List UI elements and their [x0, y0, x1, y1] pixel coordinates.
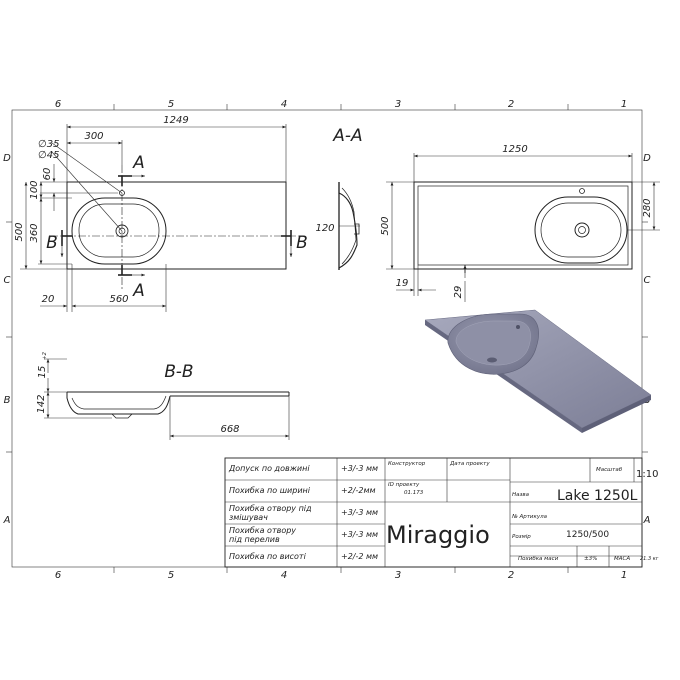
- zone-col-4-top: 4: [281, 99, 287, 110]
- dim-1249: 1249: [163, 115, 188, 126]
- section-letter-b-right: B: [296, 233, 308, 253]
- zone-col-6-bottom: 6: [55, 570, 61, 581]
- dim-668: 668: [220, 424, 239, 435]
- dim-120: 120: [315, 223, 334, 234]
- model-name: Lake 1250L: [557, 488, 638, 504]
- project-id-label: ID проекту: [388, 482, 420, 488]
- zone-col-3-bottom: 3: [395, 570, 401, 581]
- dim-500-left: 500: [14, 222, 25, 241]
- project-id-value: 01.173: [404, 490, 424, 496]
- title-block: [224, 457, 643, 568]
- dim-20: 20: [42, 294, 55, 305]
- tolerance-value-width: +2/-2мм: [341, 486, 376, 495]
- tolerance-label-overflow-line2: під перелив: [229, 535, 280, 544]
- right-top-view-dimensions: 1250 500 280 19 29: [380, 144, 660, 302]
- section-letter-b-left: B: [46, 233, 58, 253]
- tolerance-table: Допуск по довжині +3/-3 мм Похибка по ши…: [228, 464, 378, 561]
- dim-60: 60: [42, 168, 53, 181]
- right-top-view: [413, 181, 633, 273]
- dim-280: 280: [642, 198, 653, 217]
- constructor-label: Конструктор: [388, 461, 426, 467]
- dim-19: 19: [396, 278, 409, 289]
- zone-row-a-right: A: [643, 515, 651, 526]
- section-markers: A A B B A-A B-B: [46, 126, 363, 382]
- dim-300: 300: [84, 131, 103, 142]
- top-view-dimensions: 1249 300 ∅35 ∅45 60 100 500 360 20 560: [14, 115, 287, 312]
- section-letter-a-top: A: [132, 153, 145, 173]
- product-3d-render: [424, 309, 652, 433]
- mass-label: МАСА: [614, 556, 630, 562]
- zone-col-3-top: 3: [395, 99, 401, 110]
- dim-29: 29: [453, 286, 464, 299]
- section-letter-a-bottom: A: [132, 281, 145, 301]
- brand-logo: Miraggio: [386, 521, 490, 549]
- zone-row-c-left: C: [4, 275, 11, 286]
- project-date-label: Дата проекту: [449, 461, 490, 467]
- tolerance-label-width: Похибка по ширині: [229, 486, 311, 495]
- scale-value: 1:10: [636, 469, 658, 480]
- zone-col-1-bottom: 1: [621, 570, 627, 581]
- dim-560: 560: [109, 294, 128, 305]
- tolerance-value-overflow: +3/-3 мм: [341, 530, 378, 539]
- dim-15-tolerance: +2: [42, 351, 48, 360]
- zone-row-c-right: C: [644, 275, 651, 286]
- section-bb-dimensions: 15 +2 142 668: [36, 351, 290, 440]
- dim-dia-45: ∅45: [38, 150, 59, 161]
- zone-columns-bottom: 6 5 4 3 2 1: [55, 570, 627, 581]
- zone-columns-top: 6 5 4 3 2 1: [55, 99, 627, 110]
- zone-col-2-top: 2: [508, 99, 514, 110]
- dim-dia-35: ∅35: [38, 139, 59, 150]
- tolerance-label-overflow-line1: Похибка отвору: [229, 526, 296, 535]
- zone-rows-left: D C B A: [3, 153, 12, 526]
- section-bb-profile: [66, 391, 290, 419]
- dim-360: 360: [29, 223, 40, 242]
- name-label: Назва: [512, 492, 530, 498]
- tolerance-value-height: +2/-2 мм: [341, 552, 378, 561]
- section-aa-profile: 120: [315, 182, 360, 270]
- zone-col-5-top: 5: [168, 99, 174, 110]
- mass-error-label: Похибка маси: [518, 556, 559, 562]
- tolerance-label-height: Похибка по висоті: [229, 552, 307, 561]
- mass-value: 21.3 кг: [640, 556, 659, 562]
- dim-500-right: 500: [380, 216, 391, 235]
- zone-col-4-bottom: 4: [281, 570, 287, 581]
- mass-error-value: ±3%: [584, 556, 597, 562]
- dim-100: 100: [29, 180, 40, 199]
- tolerance-label-length: Допуск по довжині: [228, 464, 310, 473]
- article-label: № Артикула: [511, 514, 548, 520]
- zone-row-a-left: A: [3, 515, 11, 526]
- section-title-aa: A-A: [332, 126, 362, 146]
- dim-1250: 1250: [502, 144, 527, 155]
- title-block-fields: Конструктор Дата проекту ID проекту 01.1…: [386, 461, 659, 562]
- zone-col-2-bottom: 2: [508, 570, 514, 581]
- zone-row-d-left: D: [3, 153, 11, 164]
- scale-label: Масштаб: [596, 467, 623, 473]
- zone-col-6-top: 6: [55, 99, 61, 110]
- zone-col-1-top: 1: [621, 99, 627, 110]
- dim-15: 15: [37, 366, 48, 379]
- tolerance-value-mixer-hole: +3/-3 мм: [341, 508, 378, 517]
- zone-row-d-right: D: [643, 153, 651, 164]
- section-title-bb: B-B: [164, 362, 193, 382]
- tolerance-label-mixer-hole-line2: змішувач: [229, 513, 268, 522]
- zone-col-5-bottom: 5: [168, 570, 174, 581]
- tolerance-label-mixer-hole-line1: Похибка отвору під: [229, 504, 312, 513]
- dim-142: 142: [36, 394, 47, 413]
- top-view: [50, 142, 300, 290]
- size-label: Розмір: [512, 534, 531, 540]
- tolerance-value-length: +3/-3 мм: [341, 464, 378, 473]
- zone-row-b-left: B: [4, 395, 11, 406]
- size-value: 1250/500: [566, 530, 609, 540]
